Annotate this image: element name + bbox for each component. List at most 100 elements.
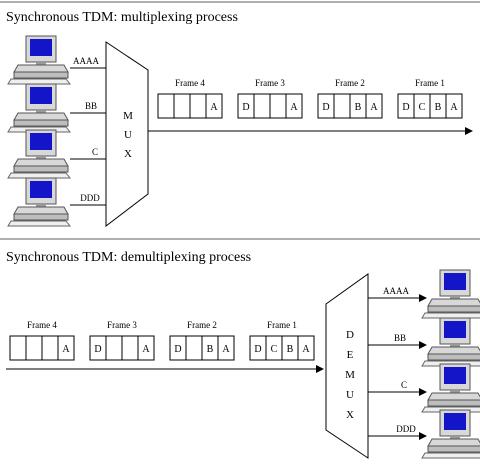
mux-letter: M [123, 110, 133, 122]
slot-letter: A [222, 344, 230, 355]
frame-label: Frame 4 [175, 78, 205, 88]
receiver-computer-2-icon [421, 317, 480, 367]
base-front [427, 399, 480, 407]
base-front [13, 71, 69, 79]
mux-frame-4: Frame 4 A [157, 78, 223, 119]
monitor-stand [450, 390, 460, 393]
demux-letter: M [345, 369, 355, 381]
receiver-computer-4-icon [421, 409, 480, 459]
mux-letter: U [124, 129, 132, 141]
sender-computer-2-icon [7, 83, 72, 133]
frame-label: Frame 3 [107, 320, 137, 330]
frame-label: Frame 4 [27, 320, 57, 330]
base-unit [13, 206, 69, 215]
slot-letter: C [419, 102, 426, 113]
frame-label: Frame 1 [267, 320, 297, 330]
input-label-bb: BB [85, 101, 97, 111]
frame-slot [365, 93, 383, 119]
slot-letter: B [287, 344, 294, 355]
frame-slot [41, 335, 59, 361]
frame-slot [189, 93, 207, 119]
frame-slot [333, 93, 351, 119]
output-label-aaaa: AAAA [383, 286, 409, 296]
sender-computer-1-icon [7, 35, 72, 85]
frame-slot [253, 93, 271, 119]
monitor-stand [36, 62, 46, 65]
frame-slot [285, 93, 303, 119]
mux-trapezoid [105, 41, 149, 228]
frame-label: Frame 2 [335, 78, 365, 88]
frame-slot [205, 93, 223, 119]
monitor-screen [30, 133, 52, 150]
demux-letter: X [346, 409, 354, 421]
receiver-computer-1-icon [421, 269, 480, 319]
slot-letter: D [174, 344, 181, 355]
frame-slot [157, 93, 175, 119]
top-divider [0, 1, 480, 3]
monitor-stand [36, 156, 46, 159]
frame-slot [105, 335, 123, 361]
monitor-screen [444, 413, 466, 430]
frame-slot [121, 335, 139, 361]
base-front [13, 213, 69, 221]
keyboard [421, 452, 480, 459]
keyboard [421, 312, 480, 319]
slot-letter: A [290, 102, 298, 113]
slot-letter: D [402, 102, 409, 113]
base-front [13, 165, 69, 173]
slot-letter: A [210, 102, 218, 113]
base-front [427, 305, 480, 313]
output-label-c: C [401, 380, 407, 390]
frame-slot [173, 93, 191, 119]
monitor-screen [30, 39, 52, 56]
slot-letter: D [94, 344, 101, 355]
base-unit [427, 438, 480, 447]
monitor-stand [450, 436, 460, 439]
monitor-screen [444, 321, 466, 338]
input-label-ddd: DDD [80, 193, 100, 203]
slot-letter: A [450, 102, 458, 113]
base-unit [427, 298, 480, 307]
monitor-stand [36, 110, 46, 113]
base-front [13, 119, 69, 127]
output-label-bb: BB [394, 333, 406, 343]
demux-frame-4: Frame 4A [9, 320, 75, 361]
frame-slot [297, 335, 315, 361]
base-unit [13, 64, 69, 73]
frame-slot [445, 93, 463, 119]
slot-letter: A [302, 344, 310, 355]
section-divider [0, 238, 480, 240]
frame-label: Frame 3 [255, 78, 285, 88]
receiver-computer-3-icon [421, 363, 480, 413]
slot-letter: B [207, 344, 214, 355]
demux-trapezoid [325, 273, 369, 459]
mux-title: Synchronous TDM: multiplexing process [6, 10, 238, 25]
keyboard [7, 78, 72, 85]
frame-slot [25, 335, 43, 361]
base-unit [427, 346, 480, 355]
input-label-c: C [92, 147, 98, 157]
monitor-screen [30, 87, 52, 104]
slot-letter: A [142, 344, 150, 355]
frame-label: Frame 1 [415, 78, 445, 88]
base-unit [13, 158, 69, 167]
base-unit [427, 392, 480, 401]
demux-frame-3: Frame 3 D A [89, 320, 155, 361]
demux-letter: E [347, 349, 354, 361]
input-label-aaaa: AAAA [73, 56, 99, 66]
sender-computer-4-icon [7, 177, 72, 227]
monitor-screen [444, 273, 466, 290]
output-label-ddd: DDD [396, 424, 416, 434]
frame-slot [9, 335, 27, 361]
monitor-stand [450, 344, 460, 347]
demux-title: Synchronous TDM: demultiplexing process [6, 250, 252, 265]
frame-label: Frame 2 [187, 320, 217, 330]
slot-letter: D [322, 102, 329, 113]
slot-letter: D [254, 344, 261, 355]
